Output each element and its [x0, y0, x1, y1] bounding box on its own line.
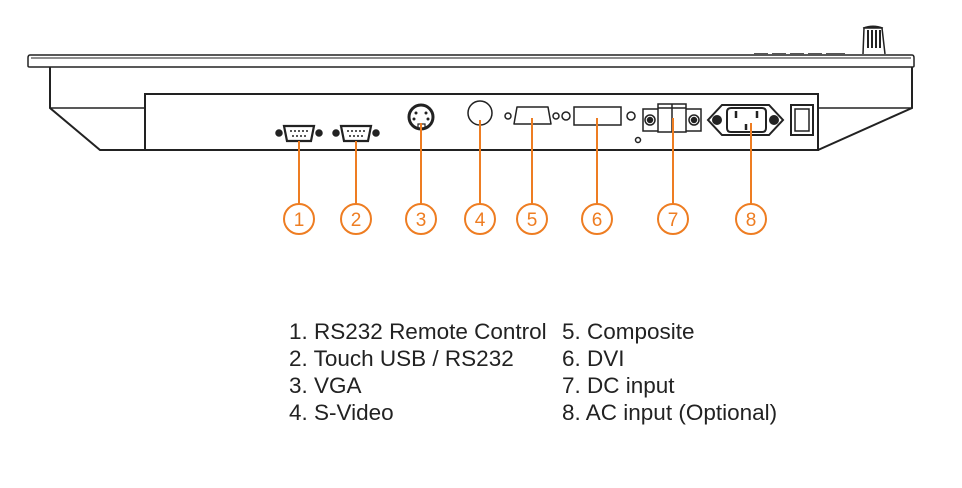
callout-circle — [405, 203, 437, 235]
callout-circle — [283, 203, 315, 235]
legend-item: 4. S-Video — [289, 400, 394, 425]
callout-circle — [581, 203, 613, 235]
d-sub-connector-icon — [504, 106, 560, 125]
callout-number: 7 — [668, 210, 679, 231]
legend-item: 5. Composite — [562, 319, 695, 344]
legend-column-left: 1. RS232 Remote Control 2. Touch USB / R… — [289, 318, 547, 426]
callout-circle — [340, 203, 372, 235]
callout-number: 4 — [475, 210, 486, 231]
legend-item: 2. Touch USB / RS232 — [289, 346, 514, 371]
db9-connector-icon — [332, 124, 380, 143]
iec-power-inlet-icon — [706, 104, 785, 136]
callout-number: 5 — [527, 210, 538, 231]
callout-number: 6 — [592, 210, 603, 231]
callout-number: 2 — [351, 210, 362, 231]
legend-item: 6. DVI — [562, 346, 625, 371]
knob-icon — [862, 25, 886, 55]
rear-panel-diagram: 1 2 3 4 5 6 7 8 — [27, 25, 915, 235]
callout-circle — [464, 203, 496, 235]
power-switch-icon — [790, 104, 814, 136]
legend-item: 8. AC input (Optional) — [562, 400, 778, 425]
legend-item: 7. DC input — [562, 373, 675, 398]
legend-column-right: 5. Composite 6. DVI 7. DC input 8. AC in… — [562, 318, 777, 426]
monitor-body — [27, 54, 915, 151]
db9-connector-icon — [275, 124, 323, 143]
callouts: 1 2 3 4 5 6 7 8 — [283, 118, 767, 235]
callout-number: 8 — [746, 210, 757, 231]
callout-circle — [735, 203, 767, 235]
legend-item: 3. VGA — [289, 373, 362, 398]
dvi-connector-icon — [561, 106, 642, 144]
callout-circle — [516, 203, 548, 235]
callout-number: 3 — [416, 210, 427, 231]
callout-circle — [657, 203, 689, 235]
legend-item: 1. RS232 Remote Control — [289, 319, 547, 344]
callout-number: 1 — [294, 210, 305, 231]
